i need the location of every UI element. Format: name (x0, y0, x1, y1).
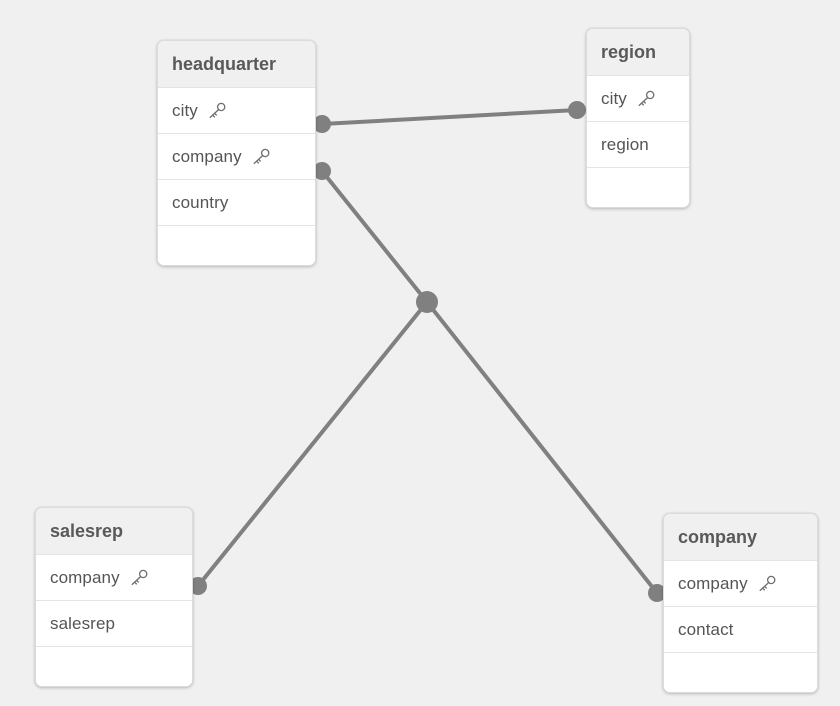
field-label-salesrep-salesrep: salesrep (50, 613, 116, 633)
key-icon (636, 90, 656, 108)
key-icon (757, 575, 777, 593)
association-link-salesrep-company-hub[interactable] (189, 300, 429, 595)
connector-dot-headquarter-city[interactable] (313, 115, 331, 133)
link-line-headquarter-company-company-company[interactable] (320, 169, 659, 595)
association-link-headquarter-company-company-company[interactable] (313, 162, 666, 602)
field-label-company-contact: contact (678, 619, 734, 639)
table-card-company[interactable]: company company contact (663, 513, 818, 693)
field-row-salesrep-salesrep[interactable]: salesrep (36, 600, 192, 646)
table-card-region[interactable]: region city region (586, 28, 690, 208)
field-row-empty (587, 167, 689, 207)
link-line-salesrep-company-hub[interactable] (196, 300, 429, 588)
table-title-company: company (664, 514, 817, 560)
field-row-headquarter-city[interactable]: city (158, 87, 315, 133)
field-label-headquarter-city: city (172, 100, 198, 120)
field-row-salesrep-company[interactable]: company (36, 554, 192, 600)
field-label-salesrep-company: company (50, 567, 120, 587)
link-line-headquarter-city-region-city[interactable] (320, 108, 579, 126)
key-icon (207, 102, 227, 120)
field-label-company-company: company (678, 573, 748, 593)
field-label-region-city: city (601, 88, 627, 108)
table-title-region: region (587, 29, 689, 75)
field-row-headquarter-company[interactable]: company (158, 133, 315, 179)
field-row-company-company[interactable]: company (664, 560, 817, 606)
table-title-salesrep: salesrep (36, 508, 192, 554)
connector-dot-headquarter-company[interactable] (313, 162, 331, 180)
field-label-headquarter-company: company (172, 146, 242, 166)
key-icon (251, 148, 271, 166)
field-row-empty (664, 652, 817, 692)
table-title-headquarter: headquarter (158, 41, 315, 87)
field-label-headquarter-country: country (172, 192, 229, 212)
field-row-company-contact[interactable]: contact (664, 606, 817, 652)
connector-dot-company-company[interactable] (648, 584, 666, 602)
field-row-region-region[interactable]: region (587, 121, 689, 167)
field-row-empty (36, 646, 192, 686)
key-icon (129, 569, 149, 587)
field-row-region-city[interactable]: city (587, 75, 689, 121)
association-link-headquarter-city-region-city[interactable] (313, 101, 586, 133)
table-card-headquarter[interactable]: headquarter city company (157, 40, 316, 266)
field-label-region-region: region (601, 134, 649, 154)
association-hub-node[interactable] (416, 291, 438, 313)
connector-dot-region-city[interactable] (568, 101, 586, 119)
field-row-empty (158, 225, 315, 265)
table-card-salesrep[interactable]: salesrep company salesrep (35, 507, 193, 687)
field-row-headquarter-country[interactable]: country (158, 179, 315, 225)
connector-dot-salesrep-company[interactable] (189, 577, 207, 595)
